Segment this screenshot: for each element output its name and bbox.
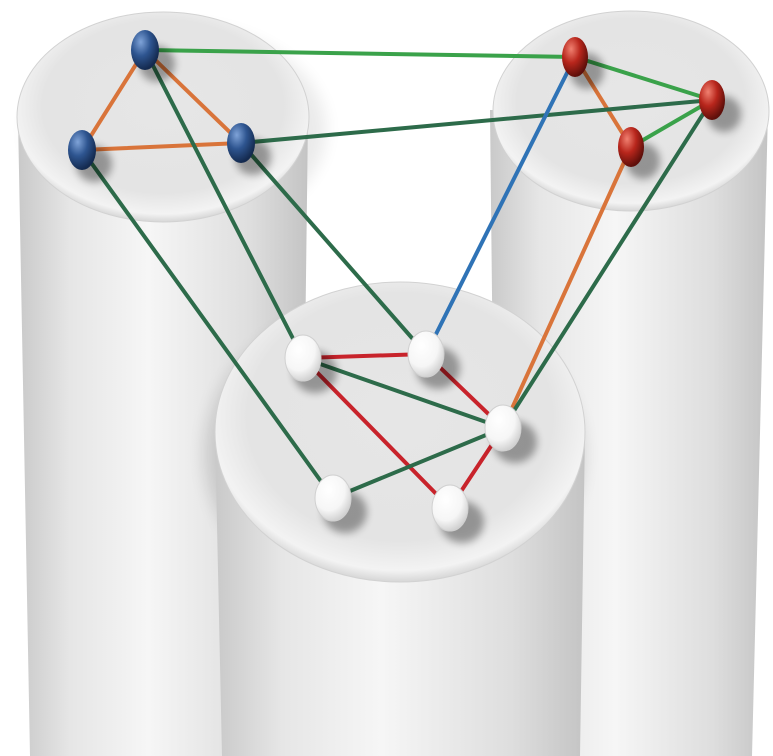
node-white-w4: [315, 475, 351, 521]
node-blue-b1: [131, 30, 159, 70]
node-white-w1: [285, 335, 321, 381]
node-red-r2: [699, 80, 725, 120]
node-white-w5: [432, 485, 468, 531]
node-red-r3: [618, 127, 644, 167]
node-red-r1: [562, 37, 588, 77]
node-white-w3: [485, 405, 521, 451]
node-blue-b3: [227, 123, 255, 163]
node-blue-b2: [68, 130, 96, 170]
node-white-w2: [408, 331, 444, 377]
